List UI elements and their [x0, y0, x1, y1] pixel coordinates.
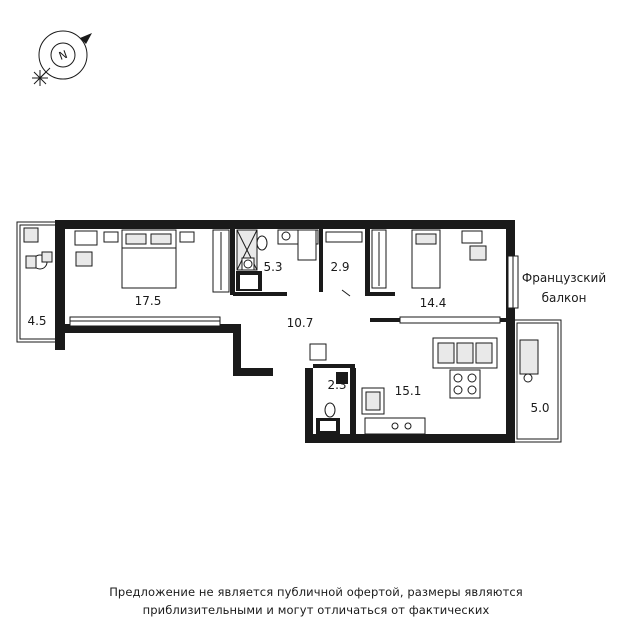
bedroom-1-furniture: [74, 229, 230, 293]
balcony-right-outline: [513, 319, 562, 443]
area-bedroom-2: 14.4: [420, 296, 447, 310]
compass-letter: N: [57, 48, 69, 63]
compass-icon: N: [32, 30, 92, 86]
exterior-walls: [55, 220, 515, 443]
kitchen-living-furniture: [361, 337, 498, 435]
area-laundry: 2.3: [327, 378, 346, 392]
area-wc: 2.9: [330, 260, 349, 274]
room-labels: 4.5 17.5 5.3 2.9 10.7 14.4 2.3 15.1 5.0: [27, 260, 549, 415]
laundry-fixtures: [309, 343, 348, 434]
windows: [69, 255, 519, 327]
french-balcony-label-line1: Французский: [522, 271, 606, 285]
disclaimer-line-2: приблизительными и могут отличаться от ф…: [142, 603, 490, 617]
bathroom-fixtures: [236, 229, 319, 291]
area-hall: 10.7: [287, 316, 314, 330]
wc-fixtures: [325, 231, 363, 297]
french-balcony-label-line2: балкон: [542, 291, 587, 305]
bedroom-2-furniture: [371, 229, 487, 289]
area-balcony-left: 4.5: [27, 314, 46, 328]
balcony-left-furniture: [23, 227, 53, 270]
area-bedroom-1: 17.5: [135, 294, 162, 308]
area-balcony-right: 5.0: [530, 401, 549, 415]
disclaimer-line-1: Предложение не является публичной оферто…: [109, 585, 523, 599]
balcony-right-furniture: [519, 339, 539, 383]
area-kitchen-living: 15.1: [395, 384, 422, 398]
area-bathroom: 5.3: [263, 260, 282, 274]
